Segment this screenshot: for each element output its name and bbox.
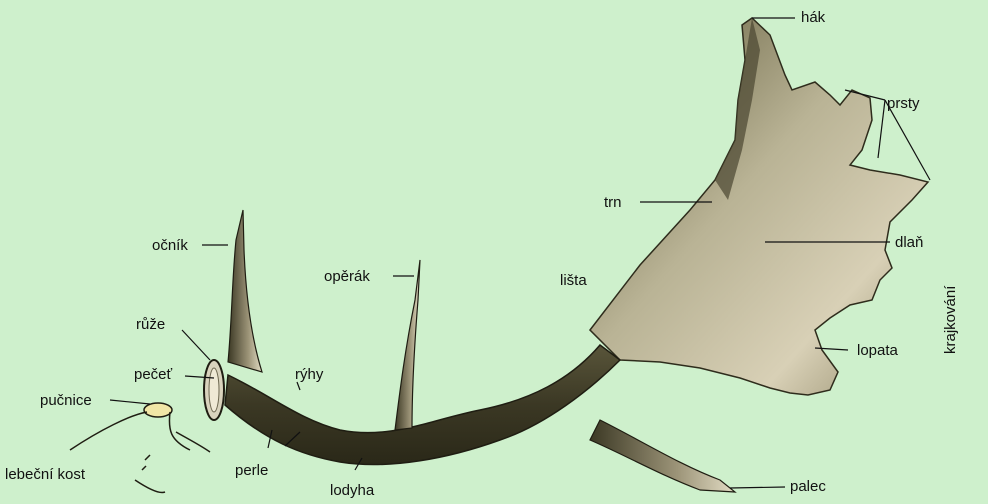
label-lodyha: lodyha <box>330 482 374 499</box>
label-ryhy: rýhy <box>295 366 323 383</box>
operak-tine-shape <box>395 260 420 430</box>
label-pecet: pečeť <box>134 366 172 383</box>
label-hak: hák <box>801 9 825 26</box>
label-operak: opěrák <box>324 268 370 285</box>
label-krajkovani: krajkování <box>942 286 959 354</box>
label-perle: perle <box>235 462 268 479</box>
ocnik-tine-shape <box>228 210 262 372</box>
label-prsty: prsty <box>887 95 920 112</box>
antler-palm-shape <box>590 18 928 395</box>
label-ruze: růže <box>136 316 165 333</box>
antler-beam-shape <box>225 345 620 465</box>
label-dlan: dlaň <box>895 234 923 251</box>
skull-outline <box>70 412 210 493</box>
label-ocnik: očník <box>152 237 188 254</box>
label-lopata: lopata <box>857 342 898 359</box>
palec-tine-shape <box>590 420 735 492</box>
label-palec: palec <box>790 478 826 495</box>
label-trn: trn <box>604 194 622 211</box>
label-pucnice: pučnice <box>40 392 92 409</box>
label-lista: lišta <box>560 272 587 289</box>
burr-center <box>209 368 219 412</box>
label-lebecni-kost: lebeční kost <box>5 466 85 483</box>
pedicle-shape <box>144 403 172 417</box>
